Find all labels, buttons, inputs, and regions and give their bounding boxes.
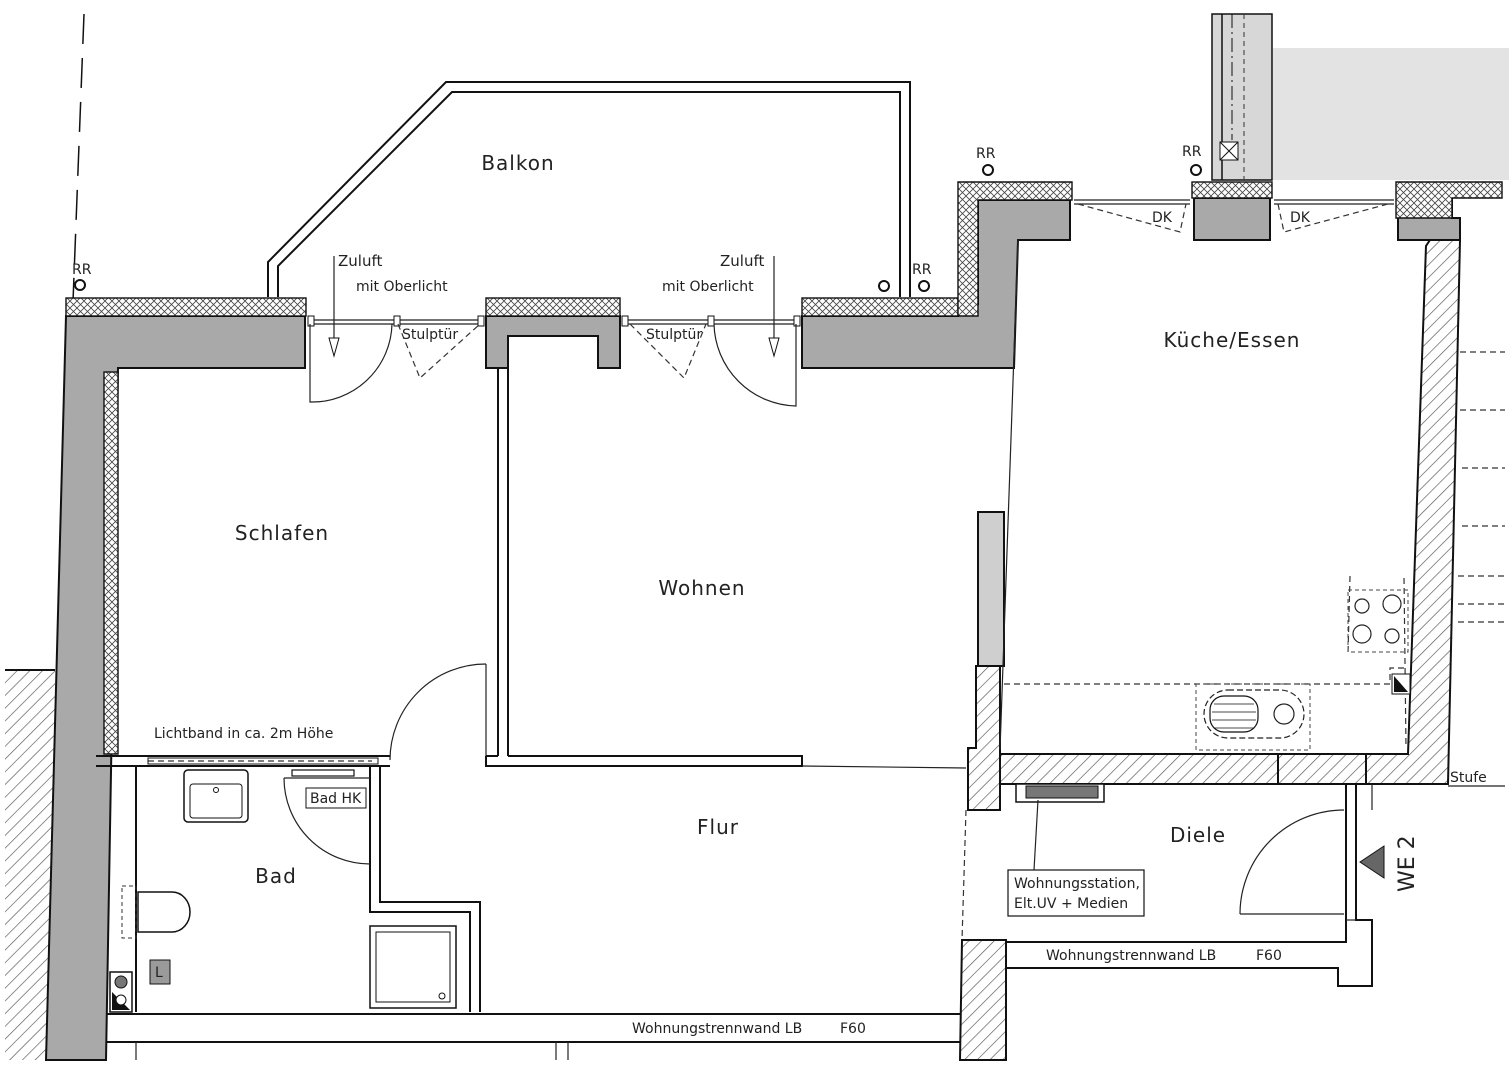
rr-label-1: RR — [72, 262, 92, 278]
l-symbol-box — [149, 959, 171, 985]
rr-circle-1 — [74, 279, 86, 291]
toilet-icon — [121, 885, 191, 939]
kitchen-inner-outline — [999, 239, 1019, 751]
stufe-label: Stufe — [1450, 770, 1487, 786]
stulptuer-label-right: Stulptür — [646, 327, 702, 343]
insulation-east — [1395, 181, 1503, 219]
insulation-pillar — [1191, 181, 1273, 199]
kitchen-vent-icon — [1391, 673, 1411, 695]
room-label-diele: Diele — [1170, 823, 1226, 847]
trennwand-label-south: Wohnungstrennwand LB — [632, 1021, 802, 1037]
zuluft-arrow-right — [768, 256, 780, 358]
stulptuer-label-left: Stulptür — [402, 327, 458, 343]
station-label-line1: Wohnungsstation, — [1014, 876, 1140, 892]
room-label-kueche: Küche/Essen — [1164, 328, 1301, 352]
neighbour-area — [1273, 48, 1509, 180]
zuluft-arrow-left — [328, 256, 340, 358]
rr-label-2: RR — [912, 262, 932, 278]
f60-label-south: F60 — [840, 1021, 866, 1037]
room-label-wohnen: Wohnen — [658, 576, 745, 600]
rr-circle-4 — [982, 164, 994, 176]
balcony-outline-inner — [277, 91, 901, 297]
entrance-arrow-icon — [1359, 845, 1385, 879]
stove-icon — [1347, 589, 1409, 653]
kitchen-west-wall-lower — [967, 665, 1001, 811]
kitchen-south-wall — [999, 753, 1279, 785]
kitchen-east-wall — [1365, 239, 1462, 785]
wall-segment-mid — [485, 315, 621, 369]
lichtband-wall — [96, 755, 390, 767]
neighbour-wall-left — [5, 670, 55, 1060]
partition-wall-south-left — [106, 1013, 960, 1043]
door-entrance — [1239, 809, 1345, 915]
room-label-bad: Bad — [255, 864, 297, 888]
rr-circle-3 — [918, 280, 930, 292]
kitchen-sink-icon — [1195, 683, 1311, 751]
outer-wall-west — [44, 315, 306, 1061]
window-kitchen-left — [1074, 199, 1190, 233]
insulation-top-left — [65, 297, 307, 317]
oberlicht-label-right: mit Oberlicht — [662, 279, 754, 295]
f60-label-east: F60 — [1256, 948, 1282, 964]
window-schlafen-balkon — [307, 315, 485, 403]
ventilation-shaft-icon — [109, 971, 133, 1013]
door-schlafen — [389, 663, 487, 761]
shower-icon — [369, 925, 457, 1009]
wall-wohnen-flur — [485, 755, 803, 767]
stairwell-stripe — [1211, 13, 1273, 181]
insulation-west-inner — [103, 371, 119, 755]
rr-circle-5 — [1190, 164, 1202, 176]
l-symbol-label: L — [155, 965, 163, 981]
rr-label-4: RR — [1182, 144, 1202, 160]
window-wohnen-balkon — [621, 315, 801, 407]
insulation-kitchen-bend — [957, 181, 1073, 317]
wall-schlafen-wohnen — [497, 368, 509, 756]
insulation-top-right — [801, 297, 959, 317]
insulation-top-mid — [485, 297, 621, 317]
rr-label-3: RR — [976, 146, 996, 162]
hatched-wall-south — [958, 939, 1007, 1061]
dk-label-right: DK — [1290, 210, 1311, 226]
room-label-schlafen: Schlafen — [235, 521, 329, 545]
radiator-bad — [291, 769, 355, 777]
lichtband-label: Lichtband in ca. 2m Höhe — [154, 726, 333, 742]
window-kitchen-right — [1274, 199, 1394, 233]
room-label-balkon: Balkon — [481, 151, 554, 175]
zuluft-label-right: Zuluft — [720, 252, 764, 270]
sink-icon — [183, 769, 249, 823]
zuluft-label-left: Zuluft — [338, 252, 382, 270]
pillar-between-windows — [1193, 197, 1271, 241]
lichtband-window — [147, 757, 379, 765]
rr-circle-2 — [878, 280, 890, 292]
balcony-outline-outer — [267, 81, 911, 297]
kitchen-west-wall-gray — [977, 511, 1005, 667]
utility-station-label-box — [1007, 869, 1145, 917]
entrance-label: WE 2 — [1395, 835, 1420, 892]
station-label-line2: Elt.UV + Medien — [1014, 896, 1128, 912]
kitchen-south-wall-mid — [1277, 753, 1367, 785]
trennwand-label-east: Wohnungstrennwand LB — [1046, 948, 1216, 964]
outer-wall-kitchen — [801, 199, 1071, 369]
bad-hk-label: Bad HK — [310, 791, 362, 807]
dk-label-left: DK — [1152, 210, 1173, 226]
door-bad — [283, 777, 371, 865]
neighbour-stairs — [1458, 351, 1505, 623]
room-label-flur: Flur — [697, 815, 739, 839]
oberlicht-label-left: mit Oberlicht — [356, 279, 448, 295]
